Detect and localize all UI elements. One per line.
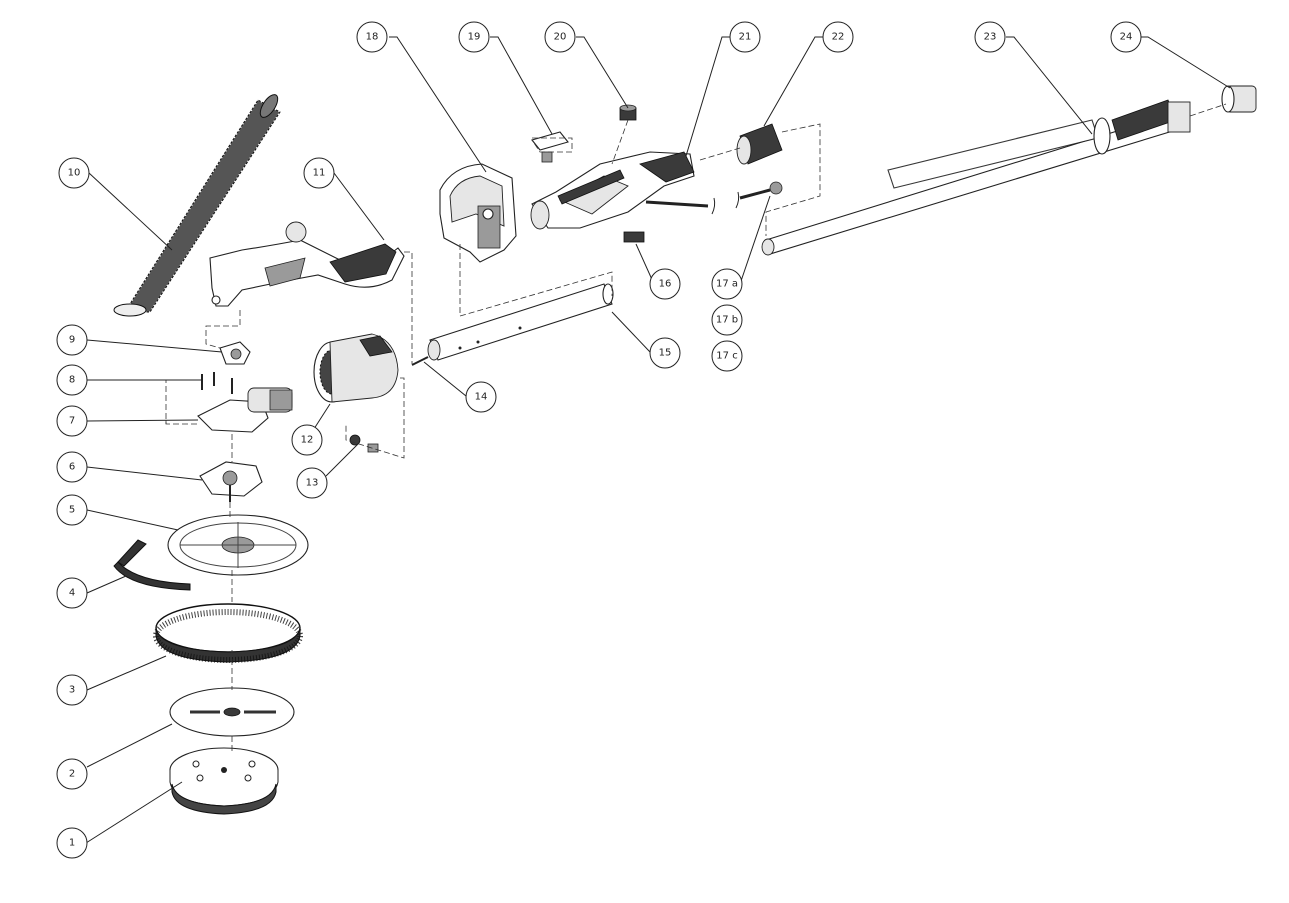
callout-label: 17 b — [716, 315, 738, 326]
callout-8: 8 — [56, 364, 88, 396]
callout-1: 1 — [56, 827, 88, 859]
callout-label: 13 — [306, 478, 319, 489]
part-20-knob — [619, 104, 637, 121]
callout-label: 16 — [659, 279, 672, 290]
part-18-clamp — [439, 163, 517, 263]
callout-label: 21 — [739, 32, 752, 43]
callout-label: 1 — [69, 838, 75, 849]
callout-17a: 17 a — [711, 268, 743, 300]
callout-label: 24 — [1120, 32, 1133, 43]
callout-10: 10 — [58, 157, 90, 189]
assembly-lines — [165, 103, 1227, 752]
part-6-gearbox — [199, 461, 263, 502]
callout-14: 14 — [465, 381, 497, 413]
callout-label: 18 — [366, 32, 379, 43]
part-16-switch — [623, 231, 645, 243]
part-22-nut — [736, 123, 783, 165]
callout-label: 17 c — [716, 351, 737, 362]
callout-17b: 17 b — [711, 304, 743, 336]
part-4-brush-segment — [113, 539, 191, 591]
callout-label: 2 — [69, 769, 75, 780]
callout-23: 23 — [974, 21, 1006, 53]
callout-9: 9 — [56, 324, 88, 356]
callout-18: 18 — [356, 21, 388, 53]
callout-15: 15 — [649, 337, 681, 369]
part-15-tube — [427, 283, 614, 361]
callout-label: 10 — [68, 168, 81, 179]
part-9-bracket — [219, 341, 251, 365]
callout-label: 4 — [69, 588, 75, 599]
callout-label: 12 — [301, 435, 314, 446]
callout-label: 15 — [659, 348, 672, 359]
callout-label: 7 — [69, 416, 75, 427]
part-8-screws — [201, 372, 233, 394]
callout-label: 19 — [468, 32, 481, 43]
callout-20: 20 — [544, 21, 576, 53]
part-24-end-cap — [1221, 85, 1257, 113]
callout-label: 11 — [313, 168, 326, 179]
part-7-gear-housing — [197, 387, 293, 433]
callout-12: 12 — [291, 424, 323, 456]
callout-label: 14 — [475, 392, 488, 403]
callout-16: 16 — [649, 268, 681, 300]
callout-11: 11 — [303, 157, 335, 189]
leader-lines — [85, 36, 1231, 844]
callout-2: 2 — [56, 758, 88, 790]
callout-6: 6 — [56, 451, 88, 483]
part-3-brush-ring — [153, 603, 303, 663]
callout-21: 21 — [729, 21, 761, 53]
callout-label: 20 — [554, 32, 567, 43]
part-17-cable — [645, 181, 783, 215]
callout-label: 17 a — [716, 279, 738, 290]
callout-7: 7 — [56, 405, 88, 437]
callout-13: 13 — [296, 467, 328, 499]
callout-label: 3 — [69, 685, 75, 696]
part-23-extension-tube — [761, 99, 1191, 256]
callout-label: 6 — [69, 462, 75, 473]
part-19-clip — [531, 131, 569, 163]
part-10-hose — [113, 94, 281, 317]
callout-17c: 17 c — [711, 340, 743, 372]
part-11-handle — [209, 221, 405, 307]
part-2-backing-plate — [169, 687, 295, 737]
callout-label: 23 — [984, 32, 997, 43]
part-5-shroud — [167, 514, 309, 576]
part-21-rear-housing — [530, 151, 695, 230]
callout-label: 5 — [69, 505, 75, 516]
callout-24: 24 — [1110, 21, 1142, 53]
callout-22: 22 — [822, 21, 854, 53]
callout-label: 22 — [832, 32, 845, 43]
callout-19: 19 — [458, 21, 490, 53]
callout-label: 8 — [69, 375, 75, 386]
part-14-rod — [411, 356, 429, 366]
part-12-motor — [313, 333, 399, 403]
callout-label: 9 — [69, 335, 75, 346]
callout-3: 3 — [56, 674, 88, 706]
part-13-small-parts — [349, 434, 379, 453]
callout-4: 4 — [56, 577, 88, 609]
callout-5: 5 — [56, 494, 88, 526]
part-1-sanding-pad — [169, 747, 279, 815]
